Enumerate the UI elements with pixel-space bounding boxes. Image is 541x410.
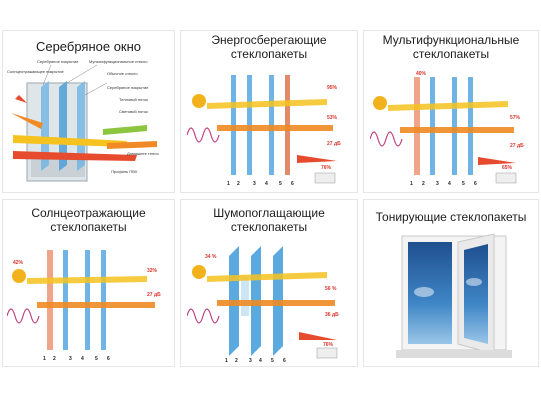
svg-text:53%: 53% xyxy=(327,115,338,121)
label-multifunctional-glass: Мультифункциональное стекло xyxy=(89,59,148,64)
panel-energy-saving: Энергосберегающие стеклопакеты 95% 53% 2… xyxy=(180,30,358,193)
svg-text:34 %: 34 % xyxy=(205,254,217,260)
energy-saving-diagram: 95% 53% 27 дБ 76% 1 2 3 4 5 6 xyxy=(187,65,353,191)
svg-text:76%: 76% xyxy=(321,165,332,171)
panel-title: Тонирующие стеклопакеты xyxy=(364,210,538,224)
sun-icon xyxy=(192,265,206,279)
sun-icon xyxy=(192,94,206,108)
svg-text:5: 5 xyxy=(462,181,465,187)
svg-text:6: 6 xyxy=(474,181,477,187)
sun-reflective-diagram: 42% 32% 27 дБ 1 2 3 4 5 6 xyxy=(7,236,173,364)
panel-sun-reflective: Солнцеотражающие стеклопакеты 42% 32% 27… xyxy=(2,199,175,367)
panel-title: Серебряное окно xyxy=(3,39,174,54)
svg-text:32%: 32% xyxy=(147,268,158,274)
svg-text:76%: 76% xyxy=(323,342,334,348)
title-line: Мультифункциональные xyxy=(382,33,520,47)
svg-text:57%: 57% xyxy=(510,115,521,121)
svg-text:5: 5 xyxy=(271,358,274,364)
label-sun-reflective-coating: Солнцеотражающее покрытие xyxy=(7,69,64,74)
svg-text:2: 2 xyxy=(235,358,238,364)
svg-text:2: 2 xyxy=(422,181,425,187)
title-line: Шумопоглащающие xyxy=(213,206,325,220)
title-line: стеклопакеты xyxy=(412,47,490,61)
svg-text:3: 3 xyxy=(253,181,256,187)
svg-text:1: 1 xyxy=(410,181,413,187)
svg-text:6: 6 xyxy=(283,358,286,364)
sun-icon xyxy=(12,269,26,283)
label-heat-flow: Тепловой поток xyxy=(119,97,148,102)
label-silver-coating-2: Серебряное покрытие xyxy=(107,85,149,90)
svg-text:4: 4 xyxy=(265,181,268,187)
tinted-window-illustration xyxy=(394,232,514,362)
title-line: Тонирующие стеклопакеты xyxy=(375,210,527,224)
svg-text:1: 1 xyxy=(227,181,230,187)
title-line: стеклопакеты xyxy=(50,220,127,234)
label-home-heat: Домашнее тепло xyxy=(127,151,159,156)
svg-text:1: 1 xyxy=(225,358,228,364)
panel-title: Энергосберегающие стеклопакеты xyxy=(181,33,357,61)
svg-text:65%: 65% xyxy=(502,165,513,171)
panel-title: Шумопоглащающие стеклопакеты xyxy=(181,206,357,234)
svg-text:4: 4 xyxy=(259,358,262,364)
svg-text:56 %: 56 % xyxy=(325,286,337,292)
label-light-flow: Световой поток xyxy=(119,109,148,114)
svg-text:3: 3 xyxy=(249,358,252,364)
panel-silver-window: Серебряное окно Серебряное покрытие Муль… xyxy=(2,30,175,193)
panel-multifunctional: Мультифункциональные стеклопакеты 40% 57… xyxy=(363,30,539,193)
svg-text:6: 6 xyxy=(107,356,110,362)
svg-text:27 дБ: 27 дБ xyxy=(147,292,161,298)
title-line: стеклопакеты xyxy=(230,220,308,234)
panel-title: Солнцеотражающие стеклопакеты xyxy=(3,206,174,234)
svg-text:36 дБ: 36 дБ xyxy=(325,312,339,318)
svg-text:40%: 40% xyxy=(416,71,427,77)
label-silver-coating: Серебряное покрытие xyxy=(37,59,79,64)
noise-absorbing-diagram: 34 % 56 % 36 дБ 76% 1 2 3 4 5 6 xyxy=(187,236,353,364)
svg-text:27 дБ: 27 дБ xyxy=(327,141,341,147)
svg-text:27 дБ: 27 дБ xyxy=(510,143,524,149)
title-line: Солнцеотражающие xyxy=(31,206,146,220)
title-line: стеклопакеты xyxy=(230,47,308,61)
panel-tinting: Тонирующие стеклопакеты xyxy=(363,199,539,367)
svg-text:2: 2 xyxy=(237,181,240,187)
svg-text:5: 5 xyxy=(279,181,282,187)
svg-text:3: 3 xyxy=(436,181,439,187)
panel-noise-absorbing: Шумопоглащающие стеклопакеты 34 % 56 % 3… xyxy=(180,199,358,367)
svg-text:5: 5 xyxy=(95,356,98,362)
svg-text:1: 1 xyxy=(43,356,46,362)
multifunctional-diagram: 40% 57% 27 дБ 65% 1 2 3 4 5 6 xyxy=(370,65,534,191)
label-regular-glass: Обычное стекло xyxy=(107,71,138,76)
title-line: Энергосберегающие xyxy=(211,33,327,47)
silver-window-diagram: Серебряное покрытие Мультифункциональное… xyxy=(7,55,172,190)
svg-text:6: 6 xyxy=(291,181,294,187)
svg-text:4: 4 xyxy=(81,356,84,362)
svg-text:42%: 42% xyxy=(13,260,24,266)
svg-text:95%: 95% xyxy=(327,85,338,91)
sun-icon xyxy=(373,96,387,110)
svg-text:2: 2 xyxy=(53,356,56,362)
panel-title: Мультифункциональные стеклопакеты xyxy=(364,33,538,61)
label-pvc-profile: Профиль ПВХ xyxy=(111,169,138,174)
svg-text:4: 4 xyxy=(448,181,451,187)
title-line: Серебряное окно xyxy=(35,39,142,54)
svg-text:3: 3 xyxy=(69,356,72,362)
